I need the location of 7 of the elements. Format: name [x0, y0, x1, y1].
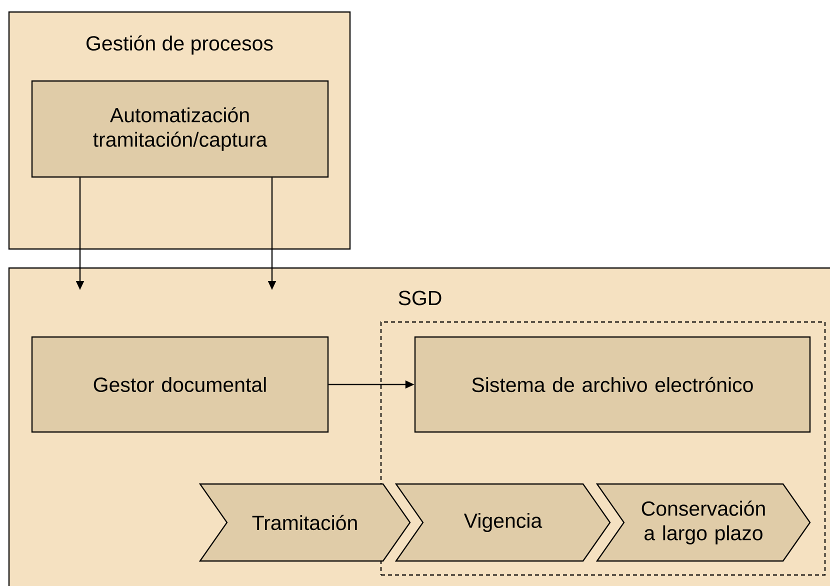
chevron-step: Tramitación: [198, 483, 411, 562]
process-box: Gestor documental: [31, 336, 329, 433]
process-box: Sistema de archivo electrónico: [414, 336, 811, 433]
dashed-frame: [380, 321, 826, 576]
process-box: Automatización tramitación/captura: [31, 80, 329, 178]
chevron-step: Conservación a largo plazo: [596, 483, 811, 562]
chevron-step: Vigencia: [394, 483, 611, 562]
